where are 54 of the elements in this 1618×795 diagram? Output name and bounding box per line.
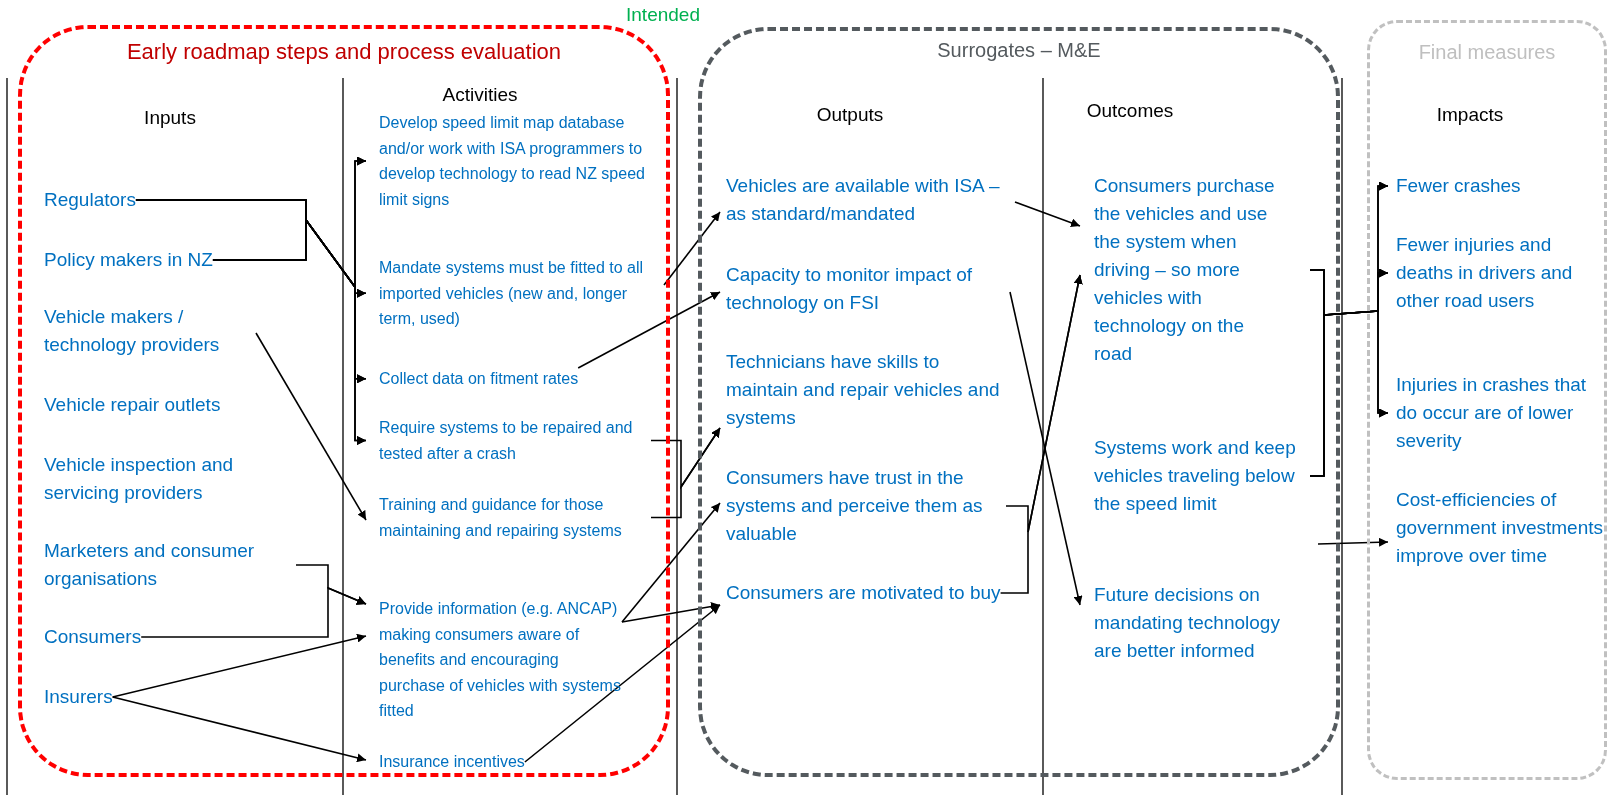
arrow [1309, 310, 1389, 477]
input-item: Vehicle makers / technology providers [44, 303, 256, 359]
input-item: Policy makers in NZ [44, 246, 213, 274]
outcome-item: Future decisions on mandating technology are better informed [1080, 581, 1310, 665]
impact-item: Fewer crashes [1388, 172, 1521, 200]
output-item: Consumers have trust in the systems and perceive them as valuable [720, 464, 1006, 548]
output-item: Capacity to monitor impact of technology on FSI [720, 261, 1010, 317]
activity-item: Mandate systems must be fitted to all imported vehicles (new and, longer term, used) [366, 255, 664, 332]
arrow [1009, 291, 1083, 606]
activity-item: Require systems to be repaired and tested after a crash [366, 415, 651, 466]
output-item: Consumers are motivated to buy [720, 579, 1001, 607]
input-item: Consumers [44, 623, 142, 651]
group-title: Early roadmap steps and process evaluation [125, 39, 563, 65]
column-header: Impacts [1436, 104, 1504, 126]
activity-item: Collect data on fitment rates [366, 366, 579, 392]
column-header: Inputs [144, 107, 196, 129]
group-title: Surrogates – M&E [936, 39, 1102, 62]
input-item: Regulators [44, 186, 136, 214]
arrow [663, 211, 721, 286]
arrow [577, 291, 721, 369]
arrow [621, 502, 721, 623]
group-title: Final measures [1417, 41, 1557, 64]
arrow [111, 696, 367, 763]
arrow [1317, 537, 1389, 547]
activity-item: Insurance incentives [366, 749, 525, 775]
arrow [111, 633, 367, 698]
arrow [650, 427, 721, 519]
arrow [1014, 201, 1081, 228]
output-item: Technicians have skills to maintain and repair vehicles and systems [720, 348, 1005, 432]
column-header: Outcomes [1086, 100, 1174, 122]
arrow [621, 602, 721, 623]
dashed-group-box [1367, 20, 1607, 780]
dashed-group-box [698, 27, 1340, 777]
arrow [999, 274, 1083, 594]
activity-item: Develop speed limit map database and/or work with ISA programmers to develop technology to read NZ speed limit signs [366, 110, 656, 212]
impact-item: Injuries in crashes that do occur are of lower severity [1388, 371, 1598, 455]
input-item: Vehicle repair outlets [44, 391, 221, 419]
column-header: Activities [442, 84, 518, 106]
output-item: Vehicles are available with ISA – as standard/mandated [720, 172, 1015, 228]
arrow [255, 332, 367, 521]
arrow [524, 604, 721, 763]
arrow [140, 586, 367, 638]
dashed-group-box [18, 25, 670, 777]
impact-item: Cost-efficiencies of government investments improve over time [1388, 486, 1603, 570]
input-item: Insurers [44, 683, 113, 711]
outcome-item: Consumers purchase the vehicles and use the system when driving – so more vehicles with technology on the road [1080, 172, 1310, 368]
activity-item: Training and guidance for those maintaining and repairing systems [366, 492, 651, 543]
outcome-item: Systems work and keep vehicles traveling below the speed limit [1080, 434, 1310, 518]
column-header: Outputs [816, 104, 884, 126]
impact-item: Fewer injuries and deaths in drivers and other road users [1388, 231, 1598, 315]
activity-item: Provide information (e.g. ANCAP) making consumers aware of benefits and encouraging purchase of vehicles with systems fitted [366, 596, 622, 724]
input-item: Marketers and consumer organisations [44, 537, 296, 593]
annotation-label: Intended [626, 4, 700, 26]
input-item: Vehicle inspection and servicing providers [44, 451, 294, 507]
